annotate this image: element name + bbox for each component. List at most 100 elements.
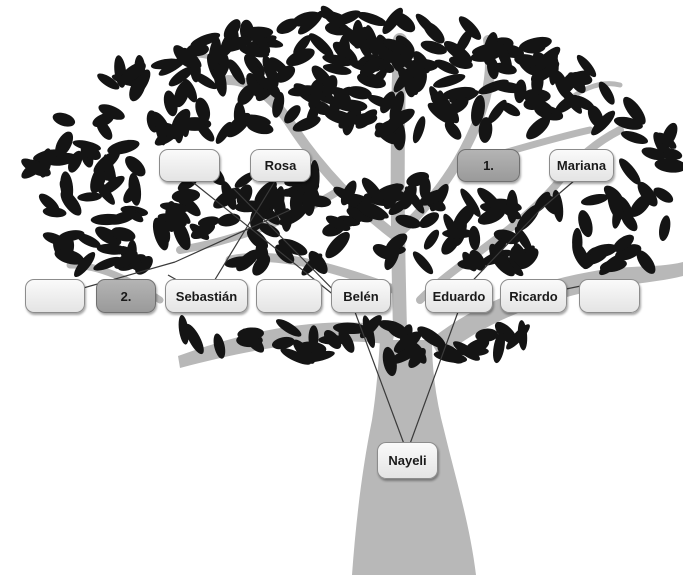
- leaf: [130, 69, 151, 98]
- leaf: [374, 118, 401, 138]
- leaf: [287, 85, 318, 97]
- leaf: [340, 180, 357, 206]
- leaf: [246, 120, 274, 135]
- leaf: [382, 346, 397, 377]
- leaf: [385, 233, 408, 254]
- leaf: [412, 116, 426, 144]
- leaf: [60, 190, 82, 216]
- leaf: [236, 184, 253, 206]
- name-box-blank-far-left[interactable]: [25, 279, 85, 313]
- leaf: [224, 256, 251, 268]
- leaf: [280, 348, 311, 365]
- leaf: [378, 320, 406, 333]
- leaf: [357, 203, 385, 221]
- leaf: [443, 40, 473, 64]
- leaf: [433, 73, 466, 88]
- leaf: [95, 226, 122, 246]
- leaf: [483, 32, 499, 65]
- name-box-rosa[interactable]: Rosa: [250, 149, 311, 182]
- leaf: [423, 229, 440, 250]
- name-box-eduardo[interactable]: Eduardo: [425, 279, 493, 313]
- leaf: [534, 46, 561, 71]
- leaf: [179, 113, 190, 138]
- leaf: [656, 132, 677, 149]
- leaf: [621, 211, 638, 232]
- leaf: [359, 57, 382, 78]
- leaf: [423, 21, 445, 44]
- leaf: [460, 188, 481, 217]
- leaf: [513, 242, 530, 267]
- leaf: [613, 234, 634, 252]
- leaf: [190, 32, 221, 48]
- leaf: [258, 223, 280, 238]
- leaf: [390, 346, 420, 364]
- leaf: [163, 90, 178, 117]
- name-box-sebastian[interactable]: Sebastián: [165, 279, 248, 313]
- leaf: [413, 51, 431, 74]
- leaf: [93, 150, 120, 174]
- leaf: [487, 57, 499, 80]
- leaf: [352, 19, 364, 48]
- leaf: [168, 66, 194, 87]
- name-box-belen[interactable]: Belén: [331, 279, 391, 313]
- leaf: [98, 104, 125, 120]
- leaf: [293, 35, 311, 56]
- leaf: [419, 189, 448, 206]
- leaf: [308, 250, 328, 275]
- name-box-blank-middle[interactable]: [256, 279, 322, 313]
- leaf: [400, 183, 417, 210]
- leaf: [384, 245, 400, 271]
- leaf: [440, 99, 460, 124]
- name-box-ricardo[interactable]: Ricardo: [500, 279, 567, 313]
- number-box-2[interactable]: 2.: [96, 279, 156, 313]
- leaf: [52, 112, 76, 127]
- leaf: [335, 99, 368, 112]
- leaf: [217, 213, 241, 227]
- leaf: [96, 243, 127, 255]
- leaf: [39, 148, 52, 178]
- leaf: [213, 333, 226, 359]
- leaf: [55, 131, 74, 157]
- leaf: [196, 122, 215, 142]
- leaf: [346, 86, 372, 100]
- leaf: [243, 26, 274, 39]
- name-box-nayeli[interactable]: Nayeli: [377, 442, 438, 479]
- leaf: [272, 91, 285, 118]
- leaf: [555, 94, 579, 114]
- leaf: [393, 331, 422, 354]
- leaf: [297, 11, 323, 35]
- name-box-blank-top-left[interactable]: [159, 149, 220, 182]
- leaf: [286, 48, 315, 67]
- leaf: [395, 214, 421, 229]
- leaf: [659, 215, 671, 242]
- leaf: [362, 315, 376, 348]
- leaf: [251, 64, 269, 91]
- leaf: [275, 319, 302, 337]
- leaf: [292, 339, 315, 364]
- leaf: [213, 63, 227, 97]
- leaf: [151, 111, 170, 136]
- leaf: [42, 232, 65, 245]
- leaf: [553, 70, 570, 99]
- leaf: [99, 175, 125, 196]
- leaf: [306, 103, 319, 129]
- name-box-mariana[interactable]: Mariana: [549, 149, 614, 182]
- leaf: [427, 102, 455, 125]
- leaf: [500, 102, 521, 117]
- leaf: [165, 201, 178, 232]
- leaf: [74, 251, 96, 278]
- leaf: [246, 72, 264, 99]
- leaf: [442, 228, 475, 239]
- leaf: [260, 189, 276, 212]
- leaf: [514, 226, 532, 252]
- leaf: [378, 188, 406, 202]
- leaf: [97, 73, 120, 90]
- name-box-blank-far-right[interactable]: [579, 279, 640, 313]
- number-box-1[interactable]: 1.: [457, 149, 520, 182]
- leaf: [308, 33, 334, 58]
- leaf: [220, 36, 253, 52]
- leaf: [618, 158, 641, 185]
- leaf: [125, 156, 146, 177]
- leaf: [208, 37, 222, 70]
